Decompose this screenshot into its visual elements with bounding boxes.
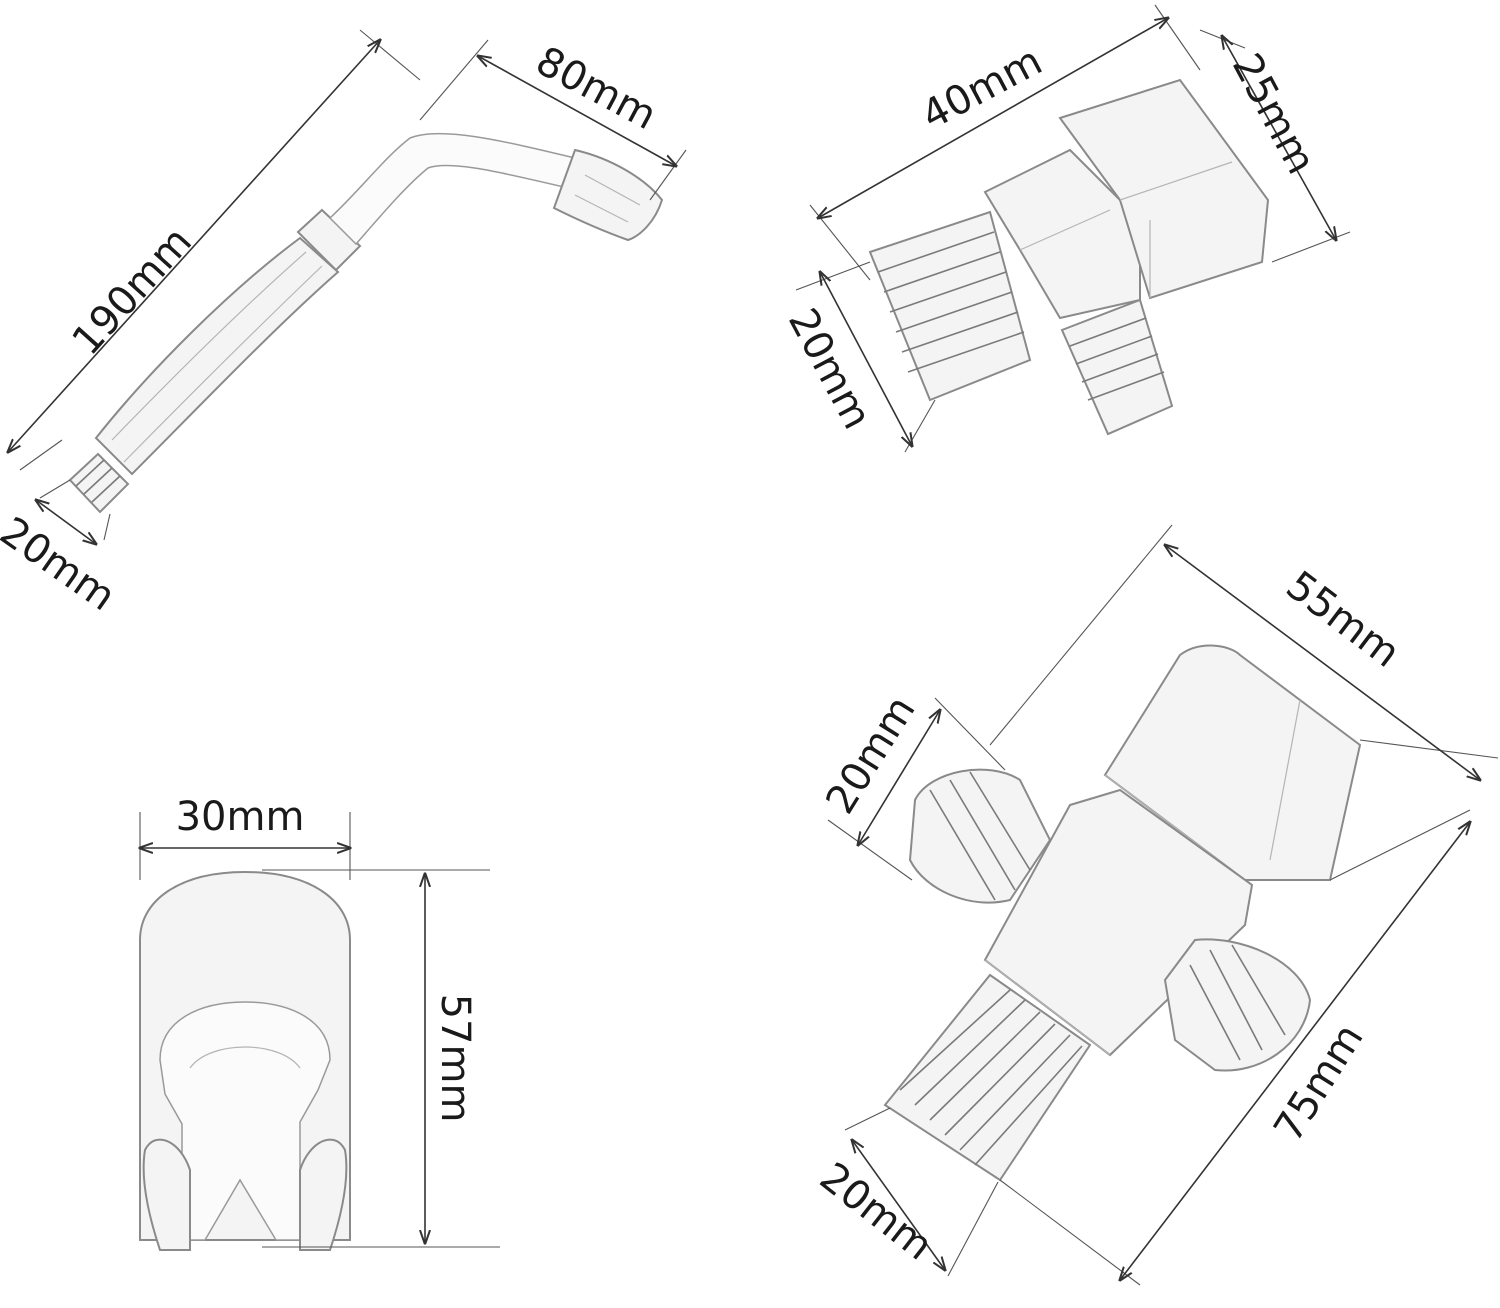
bracket-cradle [159, 1001, 331, 1241]
dim-label-20-c: 20mm [817, 688, 924, 822]
dim-line-20-d [852, 1140, 945, 1270]
dim-line-20-c [858, 710, 940, 845]
dim-label-20-b: 20mm [779, 301, 880, 436]
valve-right-outlet [1163, 938, 1312, 1072]
shower-head-neck [328, 132, 576, 246]
dim-line-55 [1165, 545, 1480, 780]
dim-line-80 [478, 56, 676, 166]
dim-label-30: 30mm [176, 794, 305, 840]
dim-line-75 [1120, 822, 1470, 1280]
angle-adapter-drawing: 40mm 25mm 20mm [779, 4, 1351, 453]
dim-label-55: 55mm [1278, 562, 1409, 676]
dim-label-80: 80mm [528, 38, 663, 139]
dim-line-190 [8, 40, 380, 452]
adapter-side-outlet [1060, 298, 1174, 436]
dim-line-20-a [36, 500, 96, 544]
dim-label-57: 57mm [432, 994, 478, 1123]
dim-line-25 [1222, 36, 1336, 240]
dim-label-20-d: 20mm [811, 1154, 941, 1270]
tee-valve-drawing: 55mm 20mm 75mm 20mm [811, 524, 1499, 1286]
shower-head-drawing: 190mm 80mm 20mm [0, 29, 687, 621]
dim-line-20-b [820, 272, 912, 446]
holder-bracket-drawing: 30mm 57mm [140, 794, 500, 1251]
dim-label-20-a: 20mm [0, 509, 123, 621]
adapter-threaded-inlet [868, 210, 1032, 402]
bracket-arm-right [299, 1138, 348, 1251]
dim-line-40 [818, 18, 1168, 218]
valve-threaded-inlet [883, 973, 1092, 1182]
shower-head-nozzle [552, 148, 664, 242]
bracket-arm-left [142, 1138, 191, 1251]
